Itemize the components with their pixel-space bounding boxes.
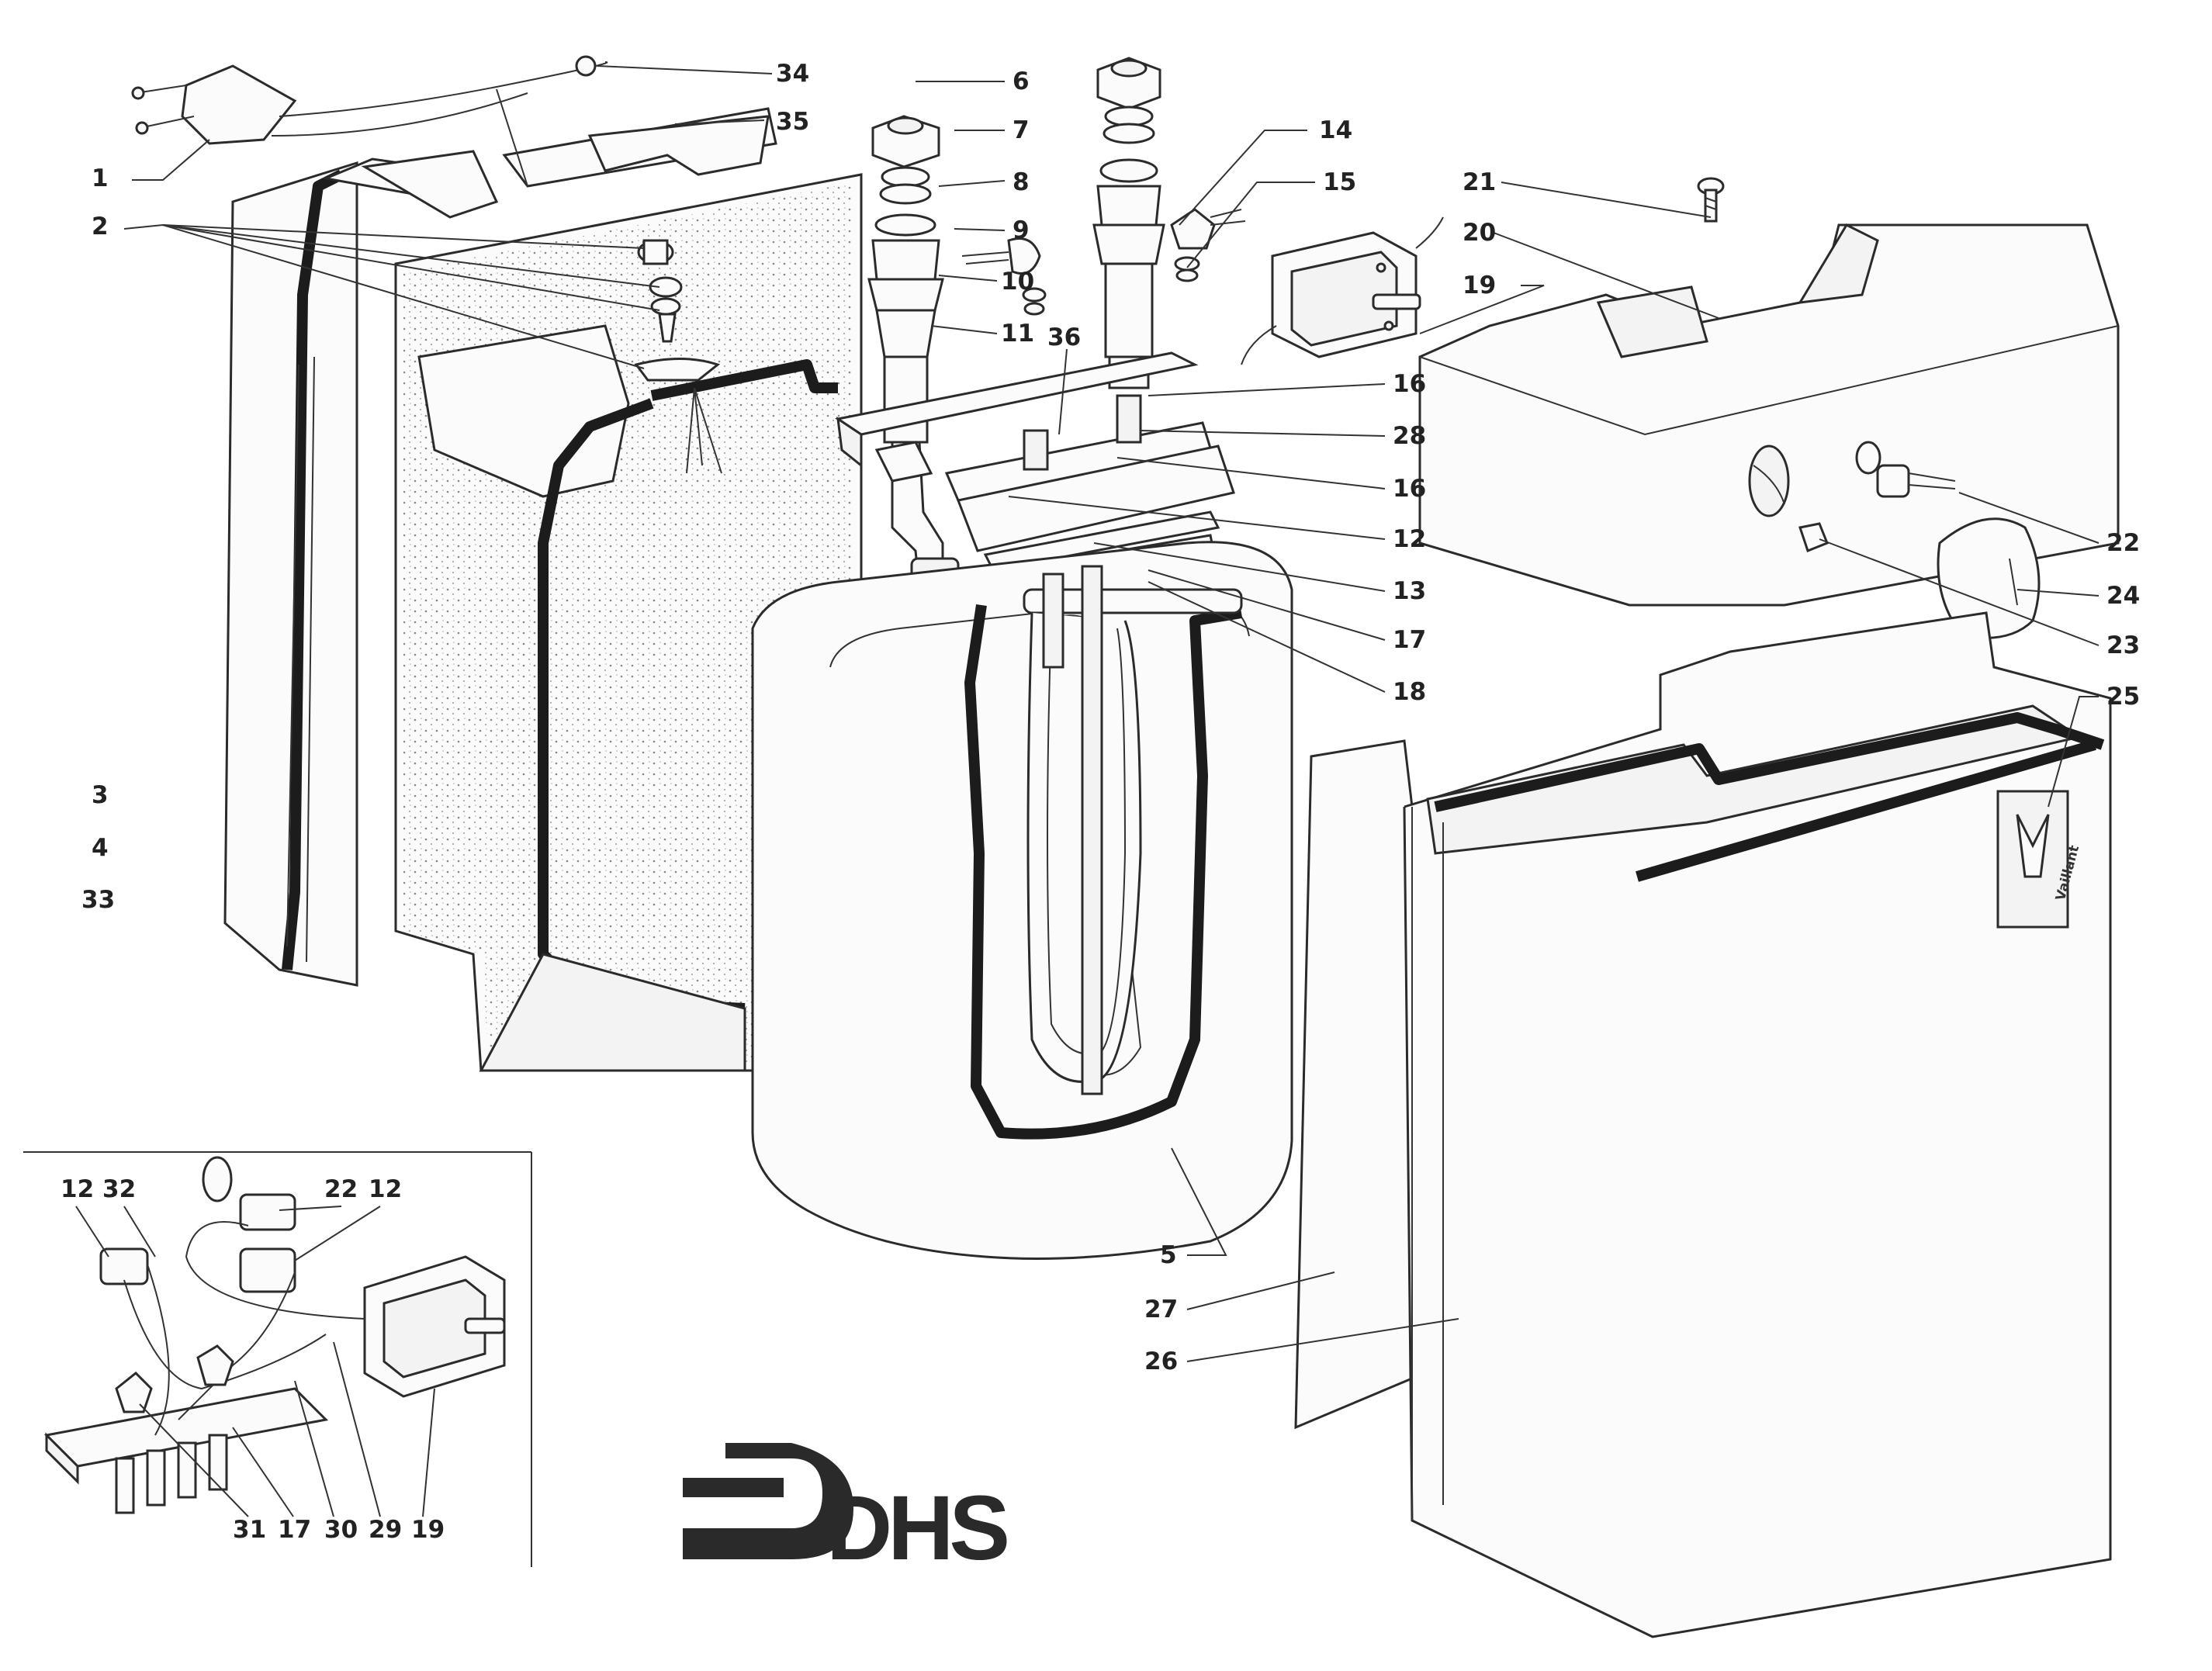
callout-25: 25	[2106, 683, 2140, 711]
screw-icon	[1697, 177, 1725, 223]
water-tank	[751, 541, 1293, 1260]
inset-callout-32: 32	[102, 1175, 136, 1203]
callout-12: 12	[1393, 525, 1426, 553]
power-plug-icon	[131, 55, 608, 187]
callout-1: 1	[92, 164, 109, 192]
callout-3: 3	[92, 781, 109, 809]
callout-13: 13	[1393, 577, 1426, 605]
wiring-detail-inset	[23, 1151, 532, 1567]
callout-17: 17	[1393, 626, 1426, 654]
callout-labels: 1 2 3 4 33 34 35 6 7 8 9 10 11 36 14 15 …	[81, 60, 2140, 1375]
outer-casing: Vaillant	[1294, 611, 2112, 1638]
callout-34: 34	[776, 60, 809, 88]
pilot-lamp-icon	[1170, 208, 1246, 282]
mounting-frame	[223, 161, 358, 987]
callout-36: 36	[1047, 323, 1081, 351]
inset-callout-12-left: 12	[61, 1175, 94, 1203]
callout-4: 4	[92, 834, 109, 862]
callout-21: 21	[1463, 168, 1496, 196]
callout-14: 14	[1319, 116, 1352, 144]
inset-callout-22: 22	[324, 1175, 358, 1203]
water-fitting-stack-left	[867, 115, 960, 603]
callout-35: 35	[776, 108, 809, 136]
callout-16-lower: 16	[1393, 475, 1426, 503]
inset-callout-labels: 12 32 22 12 31 17 30 29 19	[61, 1175, 445, 1544]
callout-20: 20	[1463, 219, 1496, 247]
top-bracket	[321, 107, 777, 219]
callout-9: 9	[1013, 216, 1030, 244]
callout-33: 33	[81, 886, 115, 914]
callout-26: 26	[1144, 1348, 1178, 1375]
inset-callout-19: 19	[411, 1516, 445, 1544]
dhs-arrow-logo-icon	[683, 1443, 853, 1559]
callout-6: 6	[1013, 67, 1030, 95]
callout-22: 22	[2106, 529, 2140, 557]
indicator-lamp-icon	[1855, 441, 1956, 498]
callout-11: 11	[1001, 320, 1034, 348]
knob-icon	[1798, 522, 1829, 552]
brand-wordmark: DHS	[826, 1477, 1007, 1579]
inset-callout-30: 30	[324, 1516, 358, 1544]
callout-8: 8	[1013, 168, 1030, 196]
callout-7: 7	[1013, 116, 1030, 144]
callout-15: 15	[1323, 168, 1356, 196]
callout-27: 27	[1144, 1296, 1178, 1323]
callout-19: 19	[1463, 272, 1496, 299]
water-fitting-stack-right	[1092, 57, 1165, 389]
top-cover	[1418, 223, 2120, 607]
inset-callout-31: 31	[233, 1516, 266, 1544]
inset-callout-17: 17	[278, 1516, 311, 1544]
callout-10: 10	[1001, 268, 1034, 296]
insulation-shell	[394, 173, 863, 1072]
callout-18: 18	[1393, 678, 1426, 706]
callout-28: 28	[1393, 422, 1426, 450]
leader-lines	[123, 65, 2099, 1362]
callout-24: 24	[2106, 582, 2140, 610]
sensor-bulb-icon	[961, 237, 1047, 316]
grommet-stack	[634, 239, 722, 474]
callout-5: 5	[1160, 1241, 1177, 1269]
inset-callout-29: 29	[369, 1516, 402, 1544]
inset-callout-12-right: 12	[369, 1175, 402, 1203]
thermostat-unit	[1241, 216, 1444, 365]
callout-23: 23	[2106, 631, 2140, 659]
heating-element	[1026, 565, 1142, 1095]
callout-2: 2	[92, 213, 109, 240]
callout-16-upper: 16	[1393, 370, 1426, 398]
